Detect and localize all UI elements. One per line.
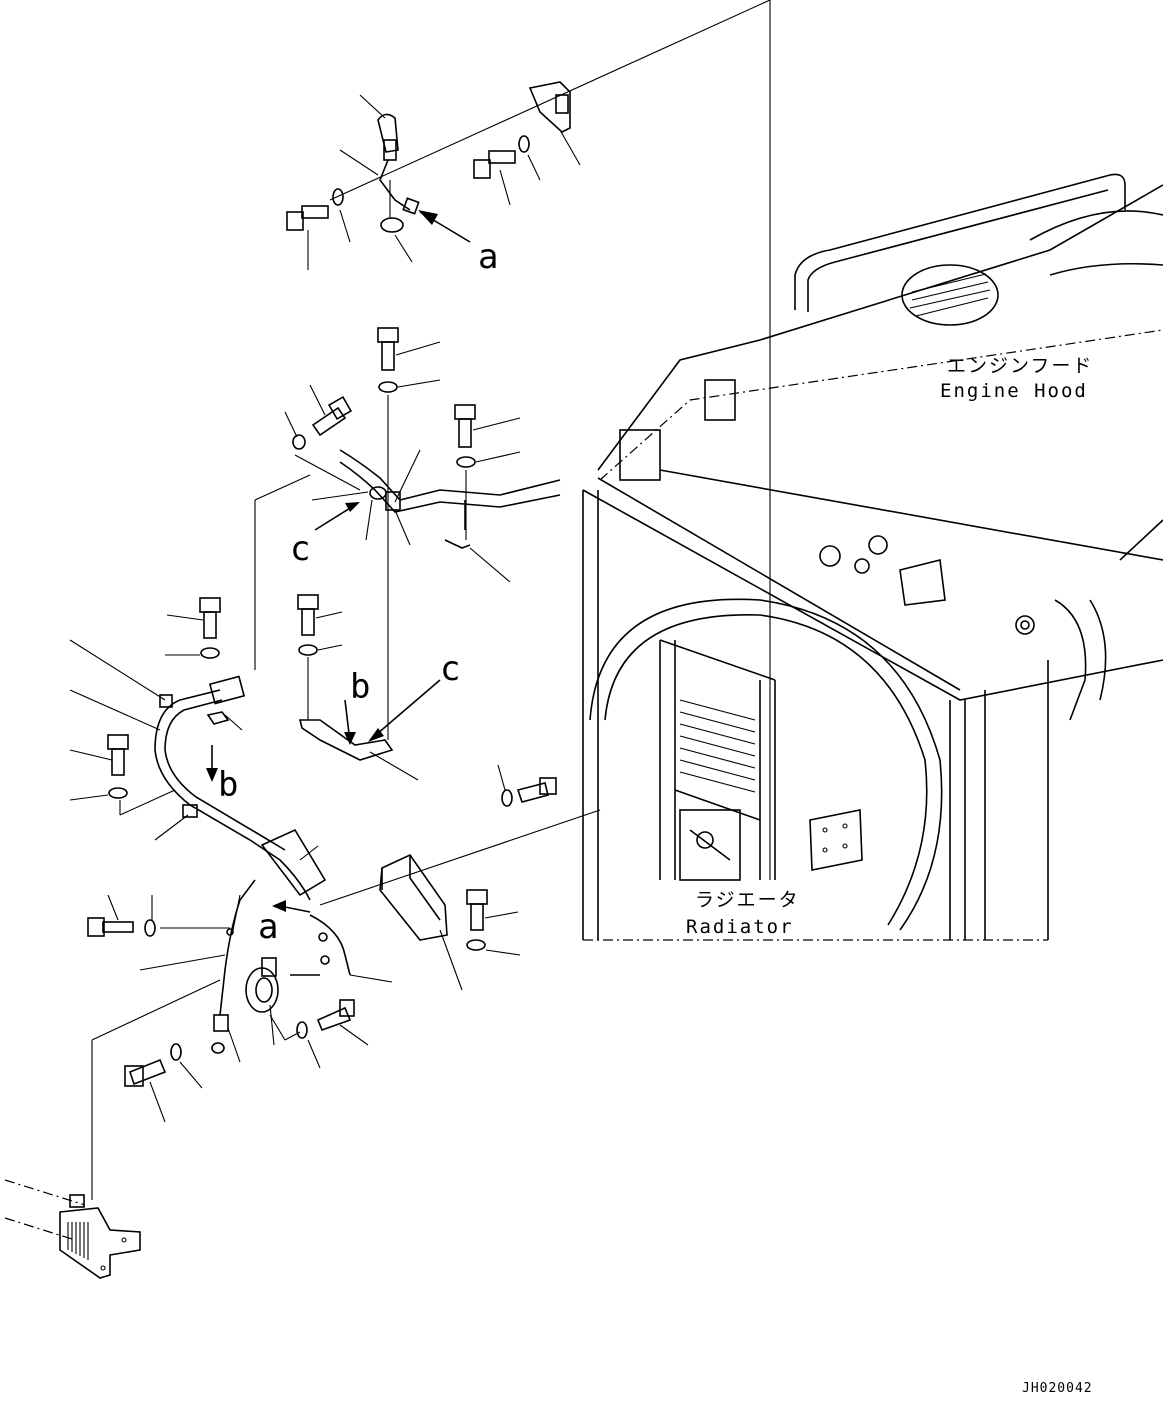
horn: [245, 957, 279, 1046]
washer: [518, 135, 530, 153]
radiator-label: ラジエータ Radiator: [686, 889, 800, 938]
bolt: [309, 384, 353, 437]
label-a-top: a: [478, 237, 498, 277]
radiator-assembly: [582, 173, 1163, 941]
radiator-jp: ラジエータ: [695, 889, 800, 911]
controller-box: [4, 1179, 141, 1279]
bolt: [516, 777, 557, 803]
bracket-group: b c: [297, 594, 460, 781]
bolt: [286, 205, 329, 270]
label-c-left: c: [290, 529, 310, 569]
radiator-core: [679, 699, 756, 793]
label-c-right: c: [440, 649, 460, 689]
label-b-center: b: [350, 667, 370, 707]
label-a-mid: a: [258, 907, 278, 947]
top-sensor-group: a: [286, 0, 771, 277]
harness-group: b a: [69, 597, 601, 1200]
bolt: [124, 1058, 167, 1123]
engine-hood-en: Engine Hood: [940, 380, 1088, 402]
washer: [332, 188, 344, 206]
middle-clamp-group: c: [254, 327, 561, 740]
engine-hood-label: エンジンフード Engine Hood: [940, 355, 1093, 402]
bolt: [316, 999, 369, 1046]
radiator-en: Radiator: [686, 916, 794, 938]
bolt: [473, 150, 516, 206]
drawing-code: JH020042: [1022, 1381, 1093, 1396]
engine-hood-jp: エンジンフード: [947, 355, 1093, 377]
bolt: [87, 894, 134, 937]
label-b-left: b: [218, 765, 238, 805]
